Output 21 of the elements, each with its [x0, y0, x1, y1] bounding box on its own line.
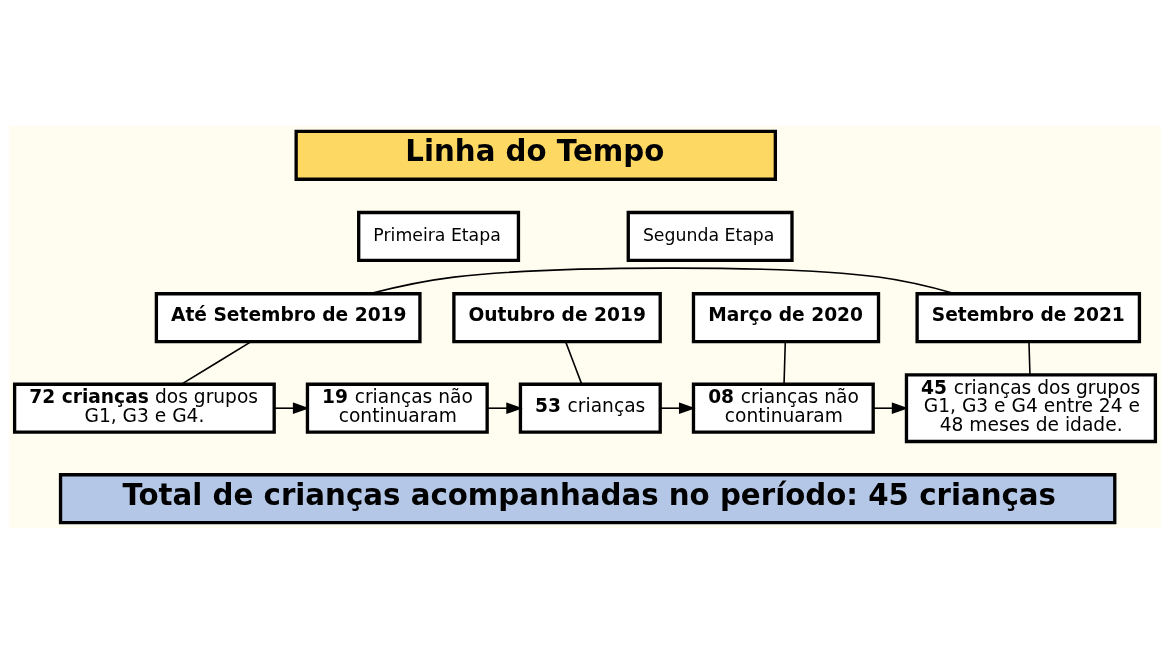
node-box: 19 crianças não continuaram: [305, 382, 489, 434]
arrow: [486, 402, 523, 414]
node-box: Setembro de 2021: [915, 292, 1142, 344]
connector: [1028, 341, 1031, 376]
node-box: Até Setembro de 2019: [154, 292, 422, 344]
arrow: [273, 402, 310, 414]
node-box: Segunda Etapa: [626, 210, 794, 263]
arrow: [659, 402, 696, 414]
node-box: Linha do Tempo: [294, 129, 777, 181]
node-box: Primeira Etapa: [357, 210, 521, 263]
node-box: Março de 2020: [691, 292, 881, 344]
node-box: 53 crianças: [518, 382, 662, 434]
node-box: Total de crianças acompanhadas no período: 45 crianças: [58, 473, 1117, 525]
connector: [783, 341, 787, 385]
node-box: 45 crianças dos grupos G1, G3 e G4 entre 24 e 48 meses de idade.: [904, 373, 1158, 444]
node-box: 72 crianças dos grupos G1, G3 e G4.: [12, 382, 276, 434]
connector: [565, 341, 583, 385]
connector: [180, 341, 252, 385]
arrow: [872, 402, 909, 414]
node-box: 08 crianças não continuaram: [691, 382, 875, 434]
node-box: Outubro de 2019: [452, 292, 662, 344]
